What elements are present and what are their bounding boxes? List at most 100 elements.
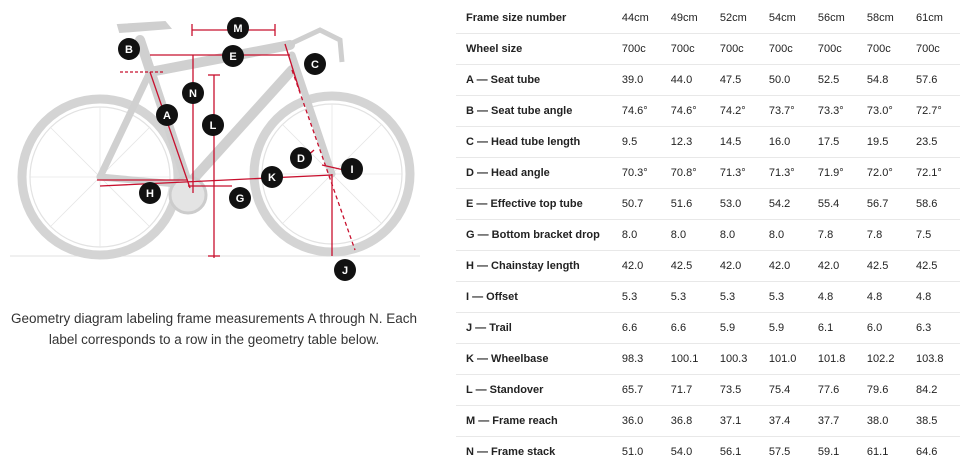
table-cell: 6.6 <box>666 313 715 344</box>
table-cell: 8.0 <box>617 220 666 251</box>
row-label: M — Frame reach <box>456 406 617 437</box>
table-cell: 37.1 <box>715 406 764 437</box>
table-cell: 70.3° <box>617 158 666 189</box>
table-cell: 73.5 <box>715 375 764 406</box>
badge-h: H <box>139 182 161 204</box>
table-cell: 103.8 <box>911 344 960 375</box>
table-cell: 6.1 <box>813 313 862 344</box>
table-cell: 57.5 <box>764 437 813 467</box>
table-cell: 64.6 <box>911 437 960 467</box>
svg-text:A: A <box>163 110 171 122</box>
table-cell: 37.4 <box>764 406 813 437</box>
table-cell: 6.3 <box>911 313 960 344</box>
table-cell: 5.9 <box>715 313 764 344</box>
table-cell: 700c <box>715 34 764 65</box>
size-header: 61cm <box>911 3 960 34</box>
svg-text:N: N <box>189 88 197 100</box>
table-cell: 700c <box>617 34 666 65</box>
svg-text:L: L <box>210 120 217 132</box>
table-cell: 5.3 <box>764 282 813 313</box>
table-cell: 36.0 <box>617 406 666 437</box>
badge-k: K <box>261 166 283 188</box>
badge-d: D <box>290 147 312 169</box>
geometry-diagram: TREK M E B C N A L D I K H G J <box>0 0 430 290</box>
saddle-shape <box>118 22 170 32</box>
svg-text:J: J <box>342 265 348 277</box>
table-cell: 74.2° <box>715 96 764 127</box>
table-cell: 56.1 <box>715 437 764 467</box>
badge-a: A <box>156 104 178 126</box>
table-cell: 6.6 <box>617 313 666 344</box>
row-label: K — Wheelbase <box>456 344 617 375</box>
svg-text:B: B <box>125 44 133 56</box>
table-cell: 4.8 <box>911 282 960 313</box>
badge-l: L <box>202 114 224 136</box>
table-cell: 700c <box>764 34 813 65</box>
table-cell: 4.8 <box>862 282 911 313</box>
table-cell: 8.0 <box>715 220 764 251</box>
table-cell: 5.3 <box>617 282 666 313</box>
svg-text:G: G <box>236 193 245 205</box>
svg-text:M: M <box>233 23 242 35</box>
table-cell: 42.5 <box>911 251 960 282</box>
badge-j: J <box>334 259 356 281</box>
table-cell: 5.3 <box>715 282 764 313</box>
table-cell: 72.0° <box>862 158 911 189</box>
table-cell: 58.6 <box>911 189 960 220</box>
badge-n: N <box>182 82 204 104</box>
table-cell: 77.6 <box>813 375 862 406</box>
table-cell: 700c <box>666 34 715 65</box>
size-header: 58cm <box>862 3 911 34</box>
table-cell: 700c <box>911 34 960 65</box>
header-label: Frame size number <box>456 3 617 34</box>
table-cell: 42.0 <box>715 251 764 282</box>
table-cell: 7.5 <box>911 220 960 251</box>
table-cell: 6.0 <box>862 313 911 344</box>
table-cell: 52.5 <box>813 65 862 96</box>
svg-text:I: I <box>350 164 353 176</box>
size-header: 44cm <box>617 3 666 34</box>
table-cell: 71.9° <box>813 158 862 189</box>
table-cell: 65.7 <box>617 375 666 406</box>
row-label: C — Head tube length <box>456 127 617 158</box>
table-cell: 37.7 <box>813 406 862 437</box>
table-cell: 5.3 <box>666 282 715 313</box>
table-cell: 100.3 <box>715 344 764 375</box>
table-cell: 5.9 <box>764 313 813 344</box>
table-cell: 50.0 <box>764 65 813 96</box>
table-cell: 71.3° <box>715 158 764 189</box>
table-cell: 73.3° <box>813 96 862 127</box>
table-cell: 102.2 <box>862 344 911 375</box>
table-cell: 51.0 <box>617 437 666 467</box>
table-cell: 59.1 <box>813 437 862 467</box>
row-label: A — Seat tube <box>456 65 617 96</box>
table-cell: 4.8 <box>813 282 862 313</box>
table-cell: 61.1 <box>862 437 911 467</box>
table-cell: 53.0 <box>715 189 764 220</box>
table-cell: 39.0 <box>617 65 666 96</box>
size-header: 54cm <box>764 3 813 34</box>
table-cell: 44.0 <box>666 65 715 96</box>
size-header: 49cm <box>666 3 715 34</box>
table-cell: 19.5 <box>862 127 911 158</box>
badge-b: B <box>118 38 140 60</box>
svg-text:C: C <box>311 59 319 71</box>
table-cell: 73.7° <box>764 96 813 127</box>
table-cell: 75.4 <box>764 375 813 406</box>
table-cell: 72.1° <box>911 158 960 189</box>
table-cell: 12.3 <box>666 127 715 158</box>
row-label: J — Trail <box>456 313 617 344</box>
diagram-caption: Geometry diagram labeling frame measurem… <box>0 308 428 350</box>
table-cell: 42.0 <box>617 251 666 282</box>
